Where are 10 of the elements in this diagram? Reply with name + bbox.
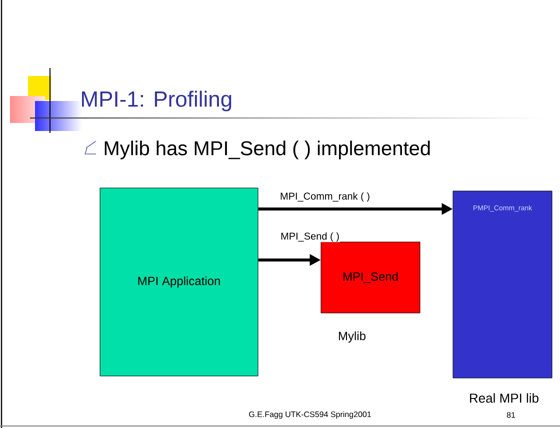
slide-title: MPI-1: Profiling — [82, 90, 232, 112]
library-caption: Mylib — [339, 331, 366, 343]
library-box: MPI_Send — [320, 242, 420, 314]
page-number: 81 — [506, 412, 516, 418]
edge-label: MPI_Send ( ) — [280, 232, 340, 242]
bullet-text: Mylib has MPI_Send ( ) implemented — [104, 140, 430, 160]
edge-label: MPI_Comm_rank ( ) — [280, 192, 370, 202]
footer-text: G.E.Fagg UTK-CS594 Spring2001 — [249, 411, 371, 419]
library-caption: Real MPI lib — [470, 393, 538, 403]
application-box: MPI Application — [100, 188, 258, 376]
